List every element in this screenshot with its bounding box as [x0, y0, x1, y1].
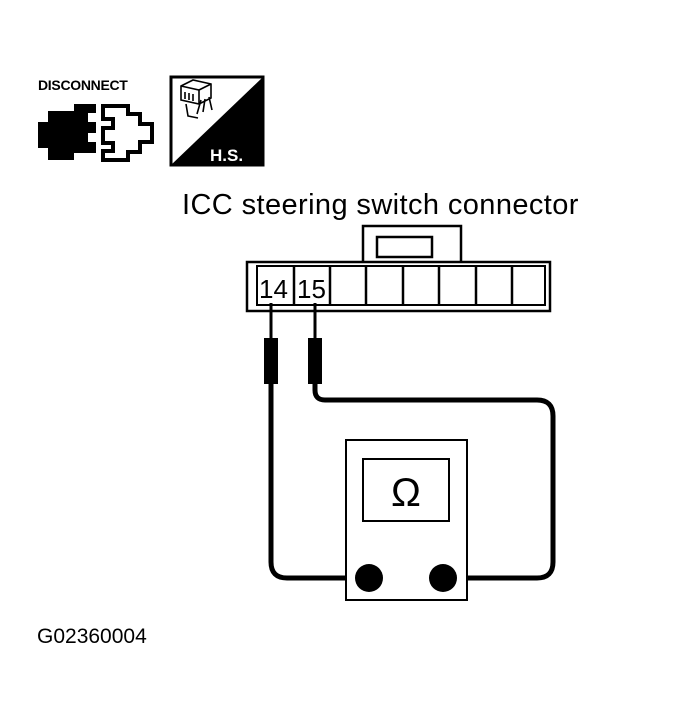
harness-connector-sketch	[180, 79, 213, 119]
connector-male-half	[101, 104, 154, 162]
figure-code: G02360004	[37, 625, 147, 648]
harness-side-icon: H.S.	[169, 75, 265, 167]
connector-female-half	[48, 104, 96, 160]
ohmmeter-terminal-left	[355, 564, 383, 592]
connector-body	[245, 224, 552, 313]
ohmmeter: Ω	[345, 439, 468, 601]
connector-title: ICC steering switch connector	[182, 189, 579, 221]
probe-right	[308, 303, 322, 384]
terminal-14-label: 14	[259, 274, 288, 304]
probe-left	[264, 303, 278, 384]
ohmmeter-display	[362, 458, 450, 522]
terminal-15-label: 15	[297, 274, 326, 304]
disconnect-icon: DISCONNECT	[38, 77, 154, 162]
harness-side-label: H.S.	[210, 146, 243, 165]
test-lead-right	[312, 384, 556, 581]
ohmmeter-terminal-right	[429, 564, 457, 592]
connector-female-latch	[38, 122, 50, 148]
test-lead-left	[268, 384, 368, 581]
ohm-symbol: Ω	[391, 471, 421, 515]
disconnect-label: DISCONNECT	[38, 77, 128, 93]
